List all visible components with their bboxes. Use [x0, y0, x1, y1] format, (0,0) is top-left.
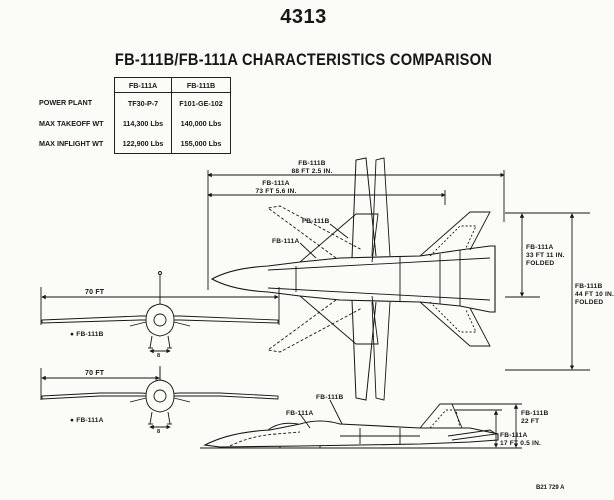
- front-view-fb111b: [40, 271, 280, 354]
- side-view-aircraft: [200, 399, 522, 449]
- front-view-fb111a-gear-value: 8: [157, 429, 161, 435]
- fb111b-length-label: FB-111B 88 FT 2.5 IN.: [270, 160, 354, 176]
- fb111b-height-line1: FB-111B: [521, 410, 549, 417]
- table-row: MAX TAKEOFF WT 114,300 Lbs 140,000 Lbs: [34, 113, 231, 133]
- front-view-fb111a-width: 70 FT: [85, 370, 105, 377]
- top-view-fb111a-label: FB-111A: [272, 238, 300, 245]
- fb111a-height-label: FB-111A 17 FT 0.5 IN.: [500, 432, 541, 448]
- top-view-fb111b-label: FB-111B: [302, 218, 330, 225]
- table-row: POWER PLANT TF30-P-7 F101-GE-102: [34, 92, 231, 113]
- table-header-fb111b: FB-111B: [171, 77, 231, 93]
- fb111b-length-line2: 88 FT 2.5 IN.: [291, 168, 333, 175]
- fb111b-span-line3: FOLDED: [575, 299, 604, 306]
- front-view-fb111b-width: 70 FT: [85, 289, 105, 296]
- fb111b-height-line2: 22 FT: [521, 418, 540, 425]
- fb111a-height-line2: 17 FT 0.5 IN.: [500, 440, 542, 447]
- table-header-row: FB-111A FB-111B: [34, 77, 231, 93]
- table-header-fb111a: FB-111A: [114, 77, 172, 93]
- cell-fb111b: 155,000 Lbs: [171, 133, 231, 154]
- document-title: FB-111B/FB-111A CHARACTERISTICS COMPARIS…: [114, 50, 493, 69]
- front-view-fb111a: [40, 366, 279, 430]
- row-label: MAX INFLIGHT WT: [34, 133, 115, 154]
- top-view-aircraft: [210, 157, 496, 401]
- fb111a-length-line2: 73 FT 5.6 IN.: [255, 188, 297, 195]
- row-label: MAX TAKEOFF WT: [34, 113, 115, 133]
- fb111a-span-line2: 33 FT 11 IN.: [526, 252, 565, 259]
- side-view-fb111b-label: FB-111B: [316, 394, 344, 401]
- fb111a-length-line1: FB-111A: [262, 180, 290, 187]
- figure-code: B21 729 A: [536, 485, 565, 491]
- cell-fb111b: 140,000 Lbs: [171, 113, 231, 133]
- characteristics-table: FB-111A FB-111B POWER PLANT TF30-P-7 F10…: [34, 77, 231, 154]
- front-view-fb111b-gear-value: 8: [157, 353, 161, 359]
- row-label: POWER PLANT: [34, 92, 115, 113]
- front-view-fb111b-label: ● FB-111B: [70, 331, 104, 338]
- table-row: MAX INFLIGHT WT 122,900 Lbs 155,000 Lbs: [34, 133, 231, 154]
- page-number: 4313: [280, 6, 327, 28]
- fb111a-folded-span-label: FB-111A 33 FT 11 IN. FOLDED: [526, 244, 565, 268]
- fb111b-length-line1: FB-111B: [298, 160, 326, 167]
- cell-fb111b: F101-GE-102: [171, 92, 231, 113]
- fb111b-height-label: FB-111B 22 FT: [521, 410, 548, 426]
- top-view-dimensions: [207, 170, 590, 371]
- cell-fb111a: TF30-P-7: [114, 92, 172, 113]
- fb111b-span-line2: 44 FT 10 IN.: [575, 291, 614, 298]
- front-view-fb111a-label: ● FB-111A: [70, 417, 104, 424]
- fb111a-span-line3: FOLDED: [526, 260, 555, 267]
- fb111a-height-line1: FB-111A: [500, 432, 528, 439]
- cell-fb111a: 122,900 Lbs: [114, 133, 172, 154]
- cell-fb111a: 114,300 Lbs: [114, 113, 172, 133]
- side-view-fb111a-label: FB-111A: [286, 410, 314, 417]
- fb111b-span-line1: FB-111B: [575, 283, 603, 290]
- fb111b-folded-span-label: FB-111B 44 FT 10 IN. FOLDED: [575, 283, 614, 307]
- fb111a-span-line1: FB-111A: [526, 244, 554, 251]
- fb111a-length-label: FB-111A 73 FT 5.6 IN.: [234, 180, 318, 196]
